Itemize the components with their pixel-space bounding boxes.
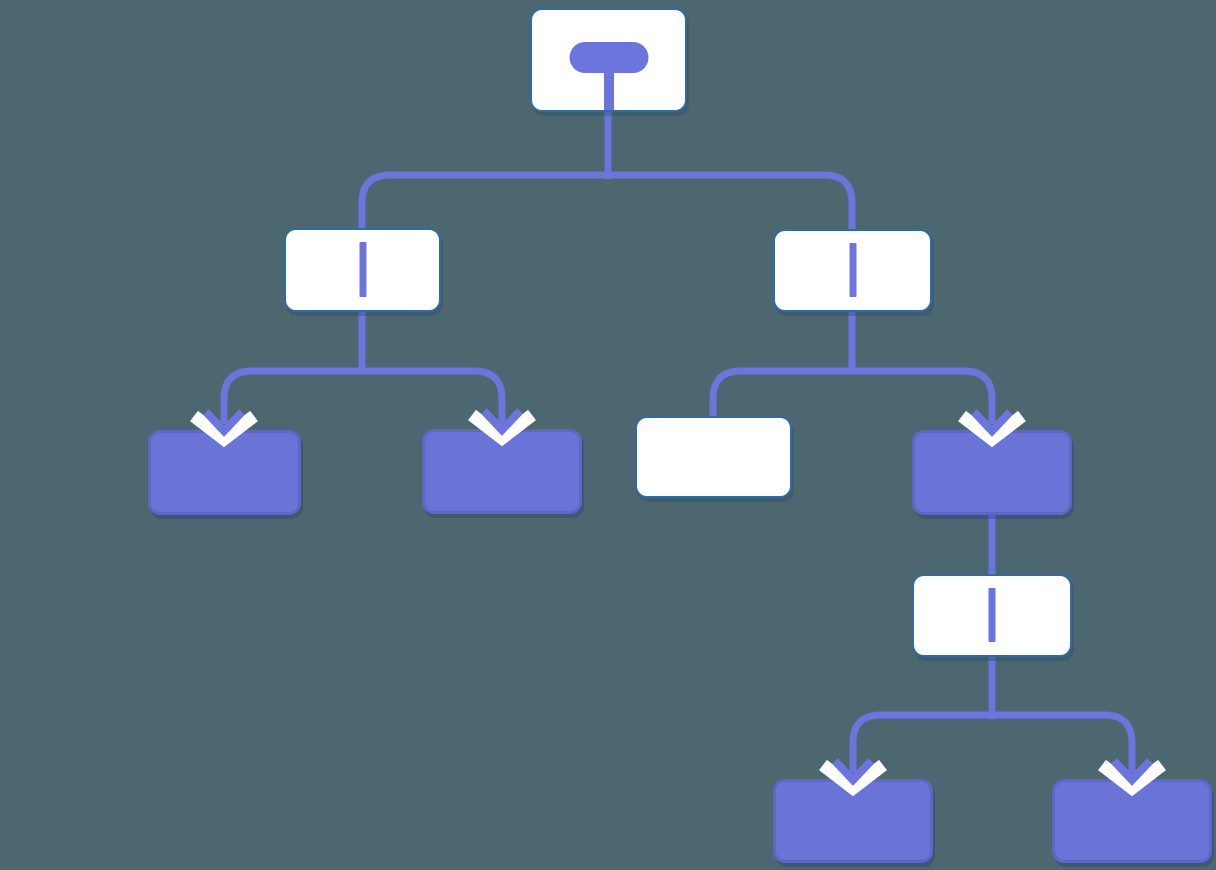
divider-line-icon (359, 242, 366, 298)
divider-line-icon (988, 587, 996, 643)
node-branch-bottom[interactable] (912, 574, 1072, 657)
arrowhead-down-icon (971, 409, 1013, 437)
collapse-arrow-icon[interactable] (819, 758, 887, 797)
node-branch-right[interactable] (773, 229, 932, 312)
chevron-down-icon (1098, 759, 1166, 797)
chevron-down-icon (190, 410, 258, 448)
collapse-arrow-icon[interactable] (1098, 758, 1166, 797)
connector-top-tee (358, 171, 856, 374)
connector-left-junction (220, 367, 506, 424)
node-root[interactable] (530, 8, 687, 112)
collapse-arrow-icon[interactable] (468, 408, 536, 447)
arrowhead-down-icon (832, 758, 874, 786)
connector-bottom-junction (849, 711, 1136, 773)
arrowhead-down-icon (203, 409, 245, 437)
node-branch-left[interactable] (284, 228, 441, 312)
chevron-down-icon (819, 759, 887, 797)
collapse-arrow-icon[interactable] (958, 409, 1026, 448)
chevron-down-icon (468, 409, 536, 447)
arrowhead-down-icon (1111, 758, 1153, 786)
arrowhead-down-icon (481, 408, 523, 436)
tree-root-trunk-icon (603, 72, 614, 110)
chevron-down-icon (958, 410, 1026, 448)
divider-line-icon (849, 242, 856, 298)
node-expanded-empty[interactable] (635, 416, 792, 498)
connector-right-junction (709, 367, 996, 424)
collapse-arrow-icon[interactable] (190, 409, 258, 448)
tree-root-icon (569, 42, 648, 73)
